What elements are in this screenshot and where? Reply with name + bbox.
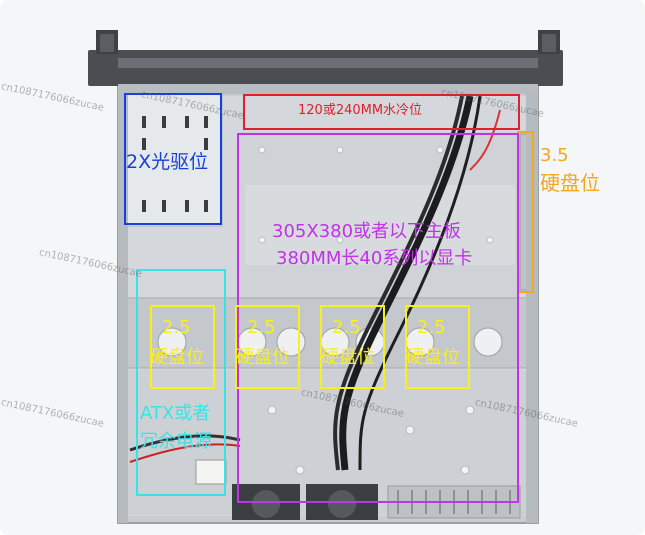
hdd-25-label-3: 硬盘位 (321, 347, 375, 368)
hdd-25-number-4: 2.5 (417, 317, 446, 338)
hdd-35-label: 硬盘位 (540, 171, 600, 195)
hdd-25-box-3 (320, 305, 385, 389)
hdd-25-number-1: 2.5 (162, 317, 191, 338)
hdd-35-box (517, 131, 534, 293)
psu-box (136, 269, 226, 496)
hdd-25-label-1: 硬盘位 (150, 347, 204, 368)
psu-label-line1: ATX或者 (140, 403, 211, 424)
hdd-25-box-1 (150, 305, 215, 389)
mainboard-label-line2: 380MM长40系列以显卡 (276, 248, 473, 269)
hdd-25-label-2: 硬盘位 (236, 347, 290, 368)
hdd-25-number-3: 2.5 (332, 317, 361, 338)
water-cooling-box (243, 94, 520, 130)
psu-label-line2: 冗余电源 (140, 431, 212, 452)
mainboard-label-line1: 305X380或者以下主板 (272, 221, 462, 242)
hdd-25-box-2 (235, 305, 300, 389)
optical-bay-label: 2X光驱位 (126, 151, 209, 173)
mainboard-box (237, 133, 519, 503)
hdd-25-box-4 (405, 305, 470, 389)
optical-bay-box (124, 93, 222, 225)
hdd-25-number-2: 2.5 (247, 317, 276, 338)
hdd-35-number: 3.5 (540, 145, 569, 166)
water-cooling-label: 120或240MM水冷位 (298, 103, 423, 118)
hdd-25-label-4: 硬盘位 (406, 347, 460, 368)
